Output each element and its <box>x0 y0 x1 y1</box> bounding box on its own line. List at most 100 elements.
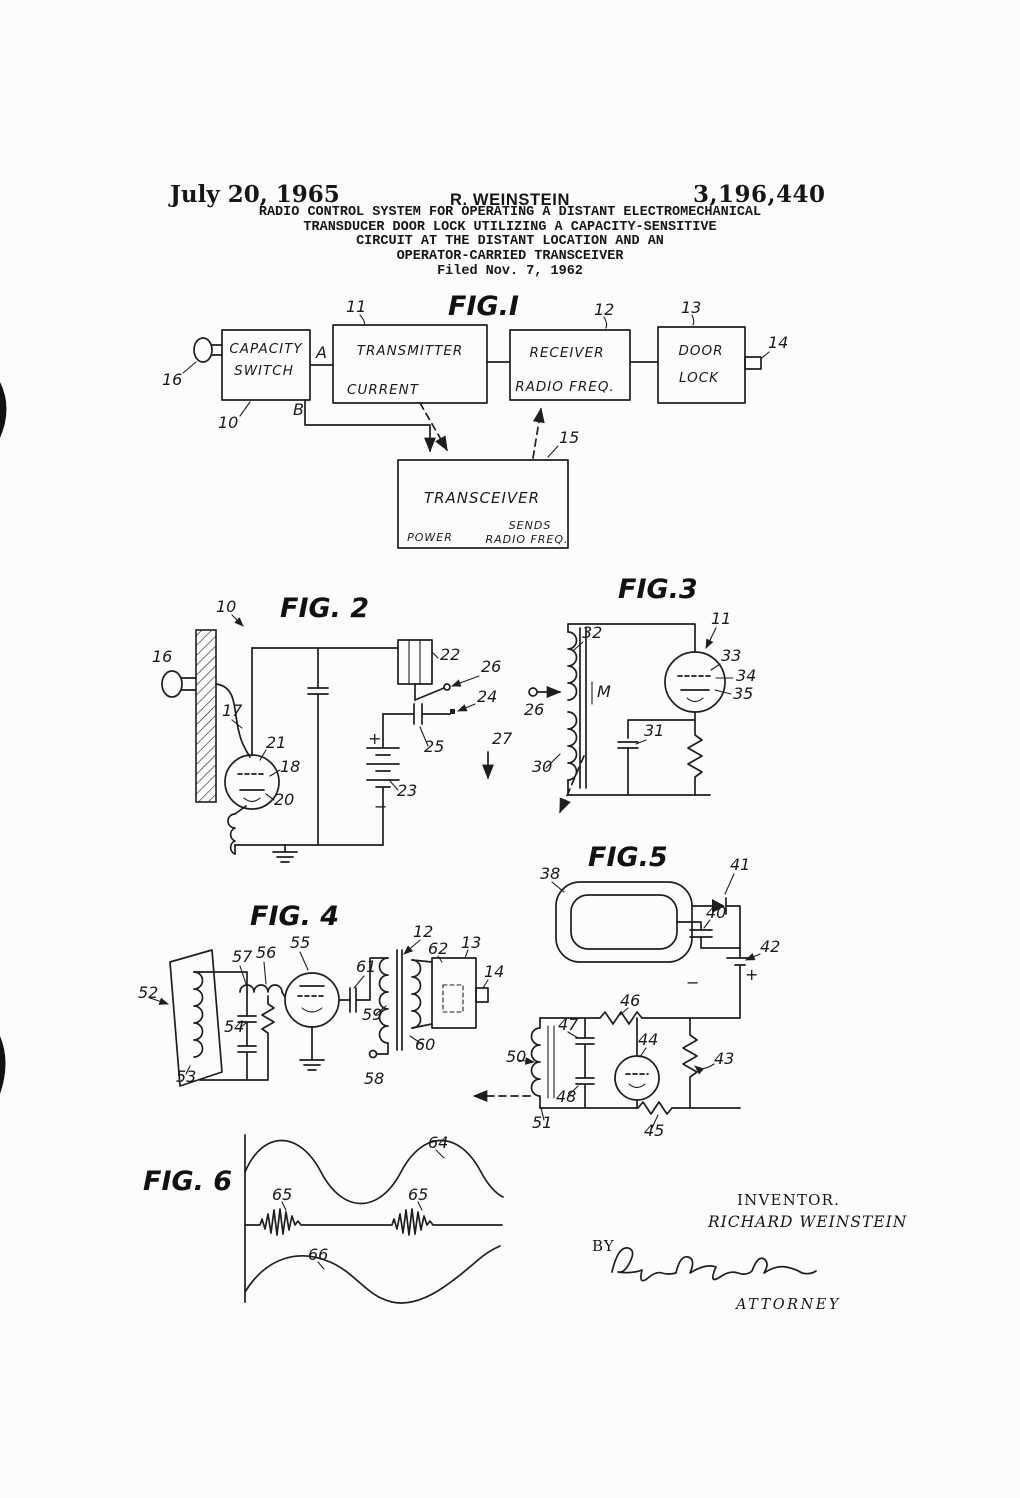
fig1-transmitter-line1: TRANSMITTER <box>357 343 464 359</box>
fig3-ref-m: M <box>597 682 611 701</box>
inventor-name: RICHARD WEINSTEIN <box>708 1213 908 1231</box>
fig4-ref-54: 54 <box>224 1017 244 1036</box>
fig5-ref-46: 46 <box>620 991 640 1010</box>
fig2-ref-27: 27 <box>492 729 513 748</box>
fig2-ref-17: 17 <box>222 701 243 720</box>
fig6-ref-64: 64 <box>428 1133 448 1152</box>
fig1-ref-a: A <box>315 343 327 362</box>
fig6-waveforms <box>244 1134 504 1304</box>
fig5-cell-minus: − <box>686 973 699 992</box>
fig5-ref-45: 45 <box>644 1121 664 1140</box>
inventor-header: R. WEINSTEIN <box>450 191 570 209</box>
fig5-ref-51: 51 <box>532 1113 552 1132</box>
fig3-ref-11: 11 <box>711 609 731 628</box>
by-label: BY <box>592 1237 615 1255</box>
fig1-transceiver-sends1: SENDS <box>509 519 552 532</box>
title-line-1: RADIO CONTROL SYSTEM FOR OPERATING A DIS… <box>258 205 762 220</box>
fig4-ref-59: 59 <box>362 1005 382 1024</box>
title-line-3: CIRCUIT AT THE DISTANT LOCATION AND AN <box>356 234 664 250</box>
attorney-label: ATTORNEY <box>736 1297 841 1313</box>
fig5-ref-38: 38 <box>540 864 560 883</box>
fig4-ref-13: 13 <box>461 933 481 952</box>
fig4-ref-53: 53 <box>176 1067 196 1086</box>
fig2-ref-16: 16 <box>152 647 172 666</box>
fig5-schematic <box>472 873 761 1129</box>
fig4-ref-14: 14 <box>484 962 504 981</box>
fig1-ref-10: 10 <box>218 413 238 432</box>
fig2-ref-18: 18 <box>280 757 300 776</box>
fig3-label: FIG.3 <box>618 574 698 605</box>
fig4-ref-58: 58 <box>364 1069 384 1088</box>
fig4-ref-56: 56 <box>256 943 276 962</box>
fig4-ref-60: 60 <box>415 1035 435 1054</box>
fig1-ref-15: 15 <box>559 428 579 447</box>
fig1-transceiver-sends2: RADIO FREQ. <box>485 533 568 546</box>
fig2-battery-plus: + <box>368 729 381 748</box>
fig1-ref-11: 11 <box>346 297 366 316</box>
patent-number: 3,196,440 <box>693 181 826 208</box>
fig4-ref-62: 62 <box>428 939 448 958</box>
fig1-capacity-line1: CAPACITY <box>229 341 303 357</box>
fig4-label: FIG. 4 <box>250 901 339 932</box>
fig5: FIG.5 <box>472 842 780 1140</box>
title-line-4: OPERATOR-CARRIED TRANSCEIVER <box>396 248 624 264</box>
fig5-ref-43: 43 <box>714 1049 734 1068</box>
fig1-transmitter-line2: CURRENT <box>347 382 420 398</box>
fig2-ref-21: 21 <box>266 733 286 752</box>
fig6-ref-65b: 65 <box>408 1185 428 1204</box>
patent-title-block: RADIO CONTROL SYSTEM FOR OPERATING A DIS… <box>0 205 1020 280</box>
fig5-cell-plus: + <box>745 965 758 984</box>
fig3-ref-32: 32 <box>582 623 602 642</box>
fig1-receiver-line1: RECEIVER <box>530 345 605 361</box>
fig1-receiver-line2: RADIO FREQ. <box>515 379 615 395</box>
fig5-ref-40: 40 <box>706 903 726 922</box>
fig1-ref-b: B <box>293 400 304 419</box>
fig3-ref-33: 33 <box>721 646 741 665</box>
fig5-ref-44: 44 <box>638 1030 658 1049</box>
fig2-ref-26: 26 <box>481 657 501 676</box>
binding-mark-top <box>0 382 7 438</box>
fig2-ref-20: 20 <box>274 790 294 809</box>
fig1-capacity-line2: SWITCH <box>234 363 294 379</box>
fig3-ref-26: 26 <box>524 700 544 719</box>
fig3-schematic <box>528 623 734 814</box>
fig1-transceiver-title: TRANSCEIVER <box>424 489 540 507</box>
fig3-ref-30: 30 <box>532 757 552 776</box>
fig1-door-line2: LOCK <box>679 370 719 386</box>
fig1-ref-14: 14 <box>768 333 788 352</box>
fig5-ref-47: 47 <box>558 1015 579 1034</box>
fig6-ref-65a: 65 <box>272 1185 292 1204</box>
fig1-transceiver-power: POWER <box>407 531 453 544</box>
fig1-label: FIG.I <box>448 291 519 322</box>
fig6: FIG. 6 64 65 65 66 <box>143 1133 504 1304</box>
fig5-label: FIG.5 <box>588 842 668 873</box>
fig1-ref-12: 12 <box>594 300 614 319</box>
fig2-label: FIG. 2 <box>280 593 369 624</box>
fig1-ref-16: 16 <box>162 370 182 389</box>
attorney-signature <box>611 1247 817 1282</box>
fig6-ref-66: 66 <box>308 1245 328 1264</box>
issue-date: July 20, 1965 <box>170 181 340 208</box>
fig3-ref-35: 35 <box>733 684 753 703</box>
fig2: FIG. 2 <box>152 593 513 863</box>
fig6-label: FIG. 6 <box>143 1166 232 1197</box>
fig5-ref-41: 41 <box>730 855 750 874</box>
fig2-battery-minus: − <box>374 797 387 816</box>
fig1-door-line1: DOOR <box>678 343 723 359</box>
fig4-schematic <box>149 939 489 1087</box>
title-line-2: TRANSDUCER DOOR LOCK UTILIZING A CAPACIT… <box>303 219 717 235</box>
fig3-ref-31: 31 <box>644 721 664 740</box>
fig2-schematic <box>161 614 494 863</box>
filed-line: Filed Nov. 7, 1962 <box>437 264 583 280</box>
inventor-label: INVENTOR. <box>737 1191 841 1209</box>
fig2-ref-23: 23 <box>397 781 417 800</box>
fig1: FIG.I <box>162 291 788 549</box>
fig4-ref-12: 12 <box>413 922 433 941</box>
fig5-ref-48: 48 <box>556 1087 576 1106</box>
fig2-ref-24: 24 <box>477 687 497 706</box>
fig5-ref-50: 50 <box>506 1047 526 1066</box>
fig2-ref-25: 25 <box>424 737 444 756</box>
fig2-ref-10: 10 <box>216 597 236 616</box>
